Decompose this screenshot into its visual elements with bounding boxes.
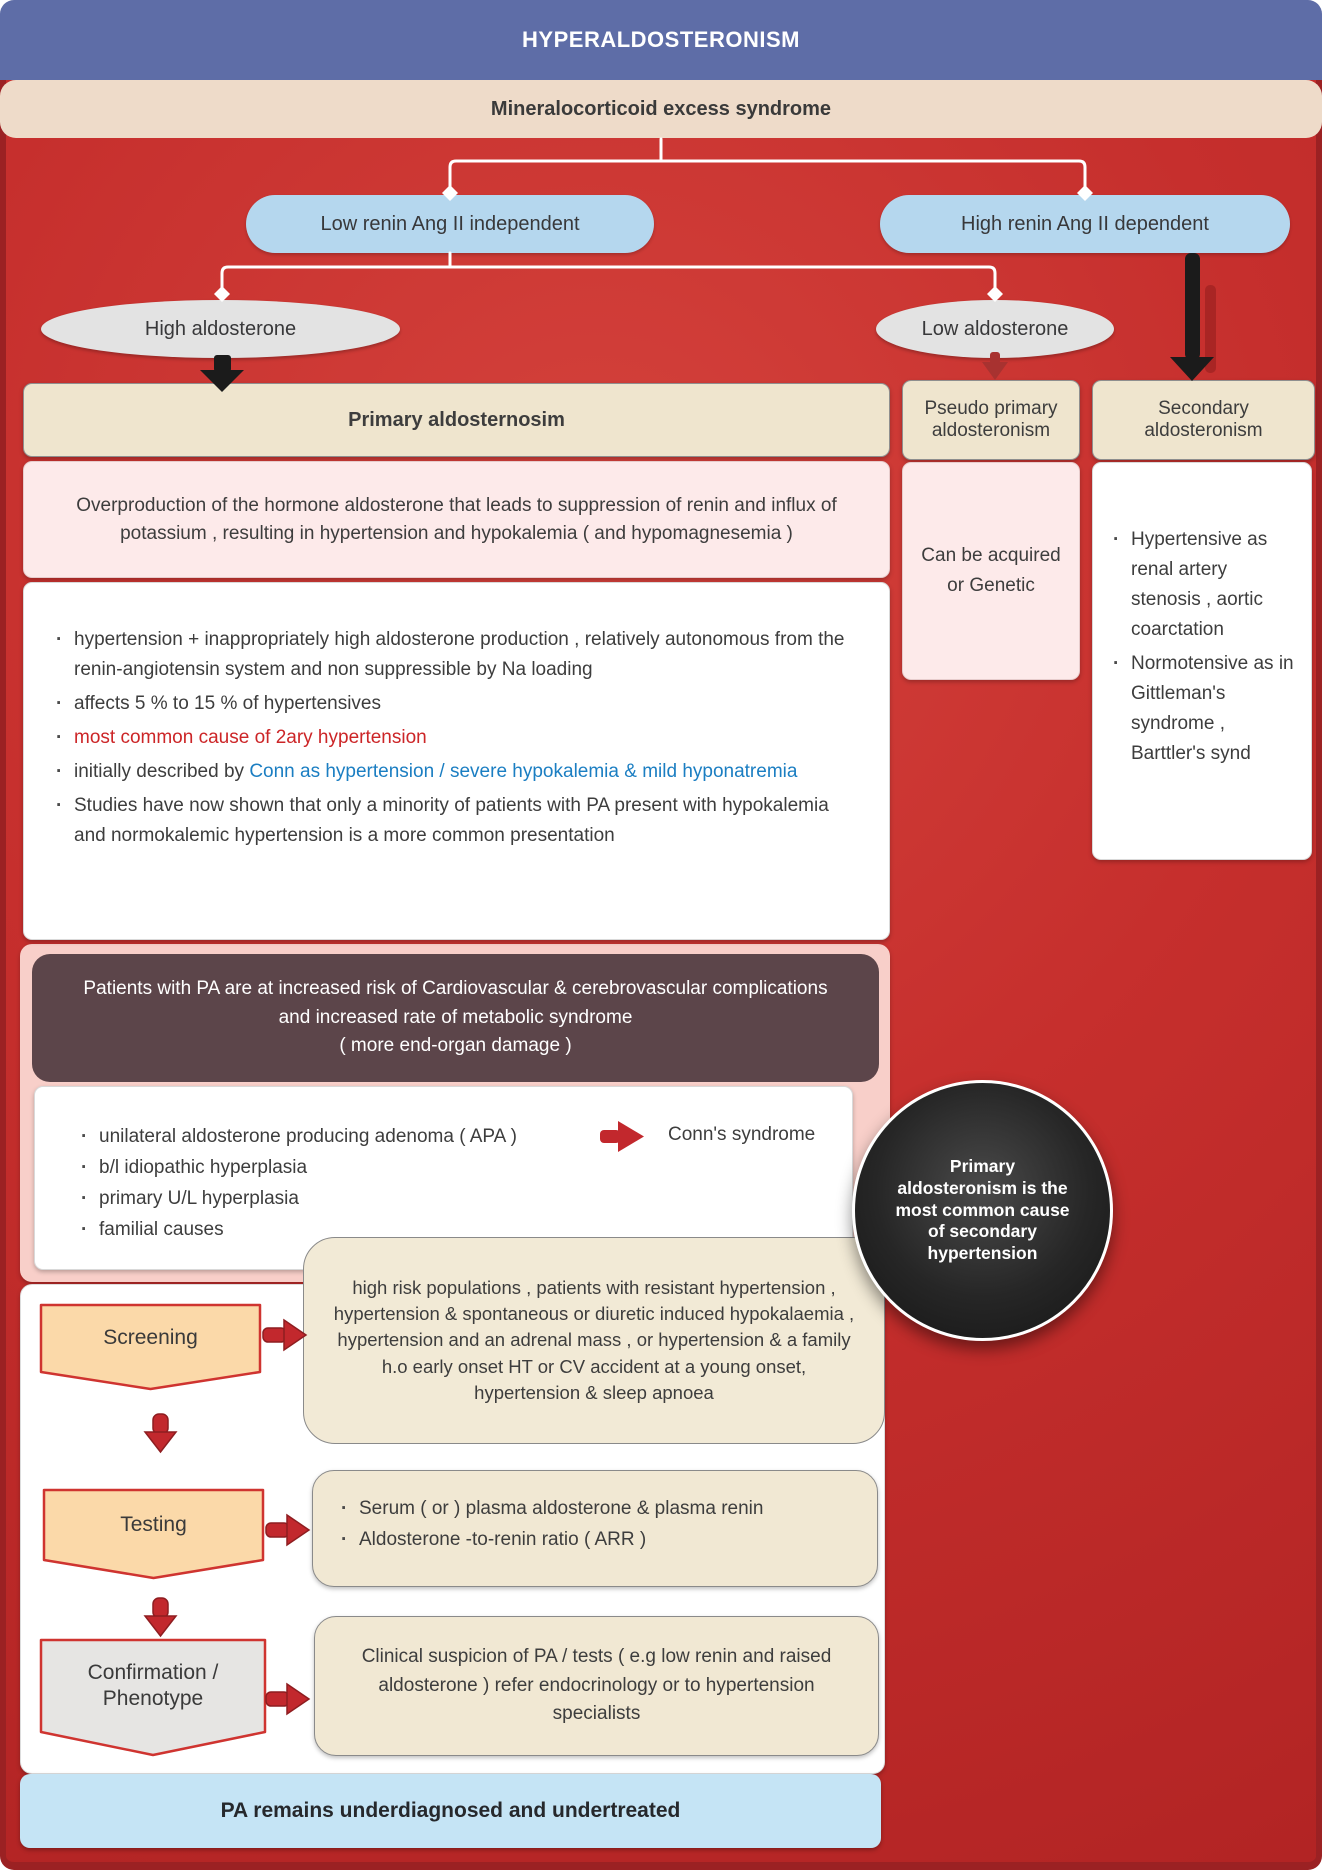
primary-aldosteronism-header: Primary aldosternosim <box>23 383 890 457</box>
testing-detail-box: Serum ( or ) plasma aldosterone & plasma… <box>312 1470 878 1587</box>
pseudo-primary-body: Can be acquired or Genetic <box>902 462 1080 680</box>
feature-item: initially described by Conn as hypertens… <box>54 757 855 787</box>
cause-item: familial causes <box>79 1214 832 1245</box>
screening-label: Screening <box>103 1326 198 1350</box>
feature-item: hypertension + inappropriately high aldo… <box>54 625 855 685</box>
bubble-low-renin: Low renin Ang II independent <box>246 195 654 253</box>
risk-note-text2: ( more end-organ damage ) <box>339 1035 572 1057</box>
feature-item: affects 5 % to 15 % of hypertensives <box>54 689 855 719</box>
primary-causes-list: unilateral aldosterone producing adenoma… <box>79 1121 832 1245</box>
subtitle-banner: Mineralocorticoid excess syndrome <box>0 80 1322 138</box>
conns-syndrome-label: Conn's syndrome <box>668 1124 816 1145</box>
cause-item: unilateral aldosterone producing adenoma… <box>79 1121 832 1152</box>
testing-list: Serum ( or ) plasma aldosterone & plasma… <box>339 1493 863 1555</box>
secondary-body: Hypertensive as renal artery stenosis , … <box>1092 462 1312 860</box>
feature-prefix: initially described by <box>74 761 250 782</box>
cause-item: b/l idiopathic hyperplasia <box>79 1152 832 1183</box>
testing-item: Aldosterone -to-renin ratio ( ARR ) <box>339 1524 863 1555</box>
note-circle: Primary aldosteronism is the most common… <box>852 1080 1113 1341</box>
cause-item: primary U/L hyperplasia <box>79 1183 832 1214</box>
secondary-item: Hypertensive as renal artery stenosis , … <box>1111 525 1299 645</box>
feature-item: Studies have now shown that only a minor… <box>54 791 855 851</box>
ellipse-high-aldosterone: High aldosterone <box>41 300 400 358</box>
primary-features-list: hypertension + inappropriately high aldo… <box>54 625 855 851</box>
testing-label: Testing <box>120 1512 187 1536</box>
secondary-list: Hypertensive as renal artery stenosis , … <box>1111 525 1299 769</box>
secondary-item: Normotensive as in Gittleman's syndrome … <box>1111 649 1299 769</box>
page-title: HYPERALDOSTERONISM <box>0 0 1322 80</box>
bubble-high-renin: High renin Ang II dependent <box>880 195 1290 253</box>
ellipse-low-aldosterone: Low aldosterone <box>876 300 1114 358</box>
feature-highlight: Conn as hypertension / severe hypokalemi… <box>249 761 798 782</box>
secondary-header: Secondary aldosteronism <box>1092 380 1315 460</box>
primary-definition-box: Overproduction of the hormone aldosteron… <box>23 461 890 578</box>
screening-detail-bubble: high risk populations , patients with re… <box>303 1237 885 1444</box>
confirmation-detail-box: Clinical suspicion of PA / tests ( e.g l… <box>314 1616 879 1756</box>
feature-item-red: most common cause of 2ary hypertension <box>54 723 855 753</box>
footer-bar: PA remains underdiagnosed and undertreat… <box>20 1774 881 1848</box>
testing-item: Serum ( or ) plasma aldosterone & plasma… <box>339 1493 863 1524</box>
risk-note-box: Patients with PA are at increased risk o… <box>32 954 879 1082</box>
risk-note-text: Patients with PA are at increased risk o… <box>83 978 828 1028</box>
primary-features-box: hypertension + inappropriately high aldo… <box>23 582 890 940</box>
confirmation-label: Confirmation / Phenotype <box>87 1660 219 1710</box>
pseudo-primary-header: Pseudo primary aldosteronism <box>902 380 1080 460</box>
